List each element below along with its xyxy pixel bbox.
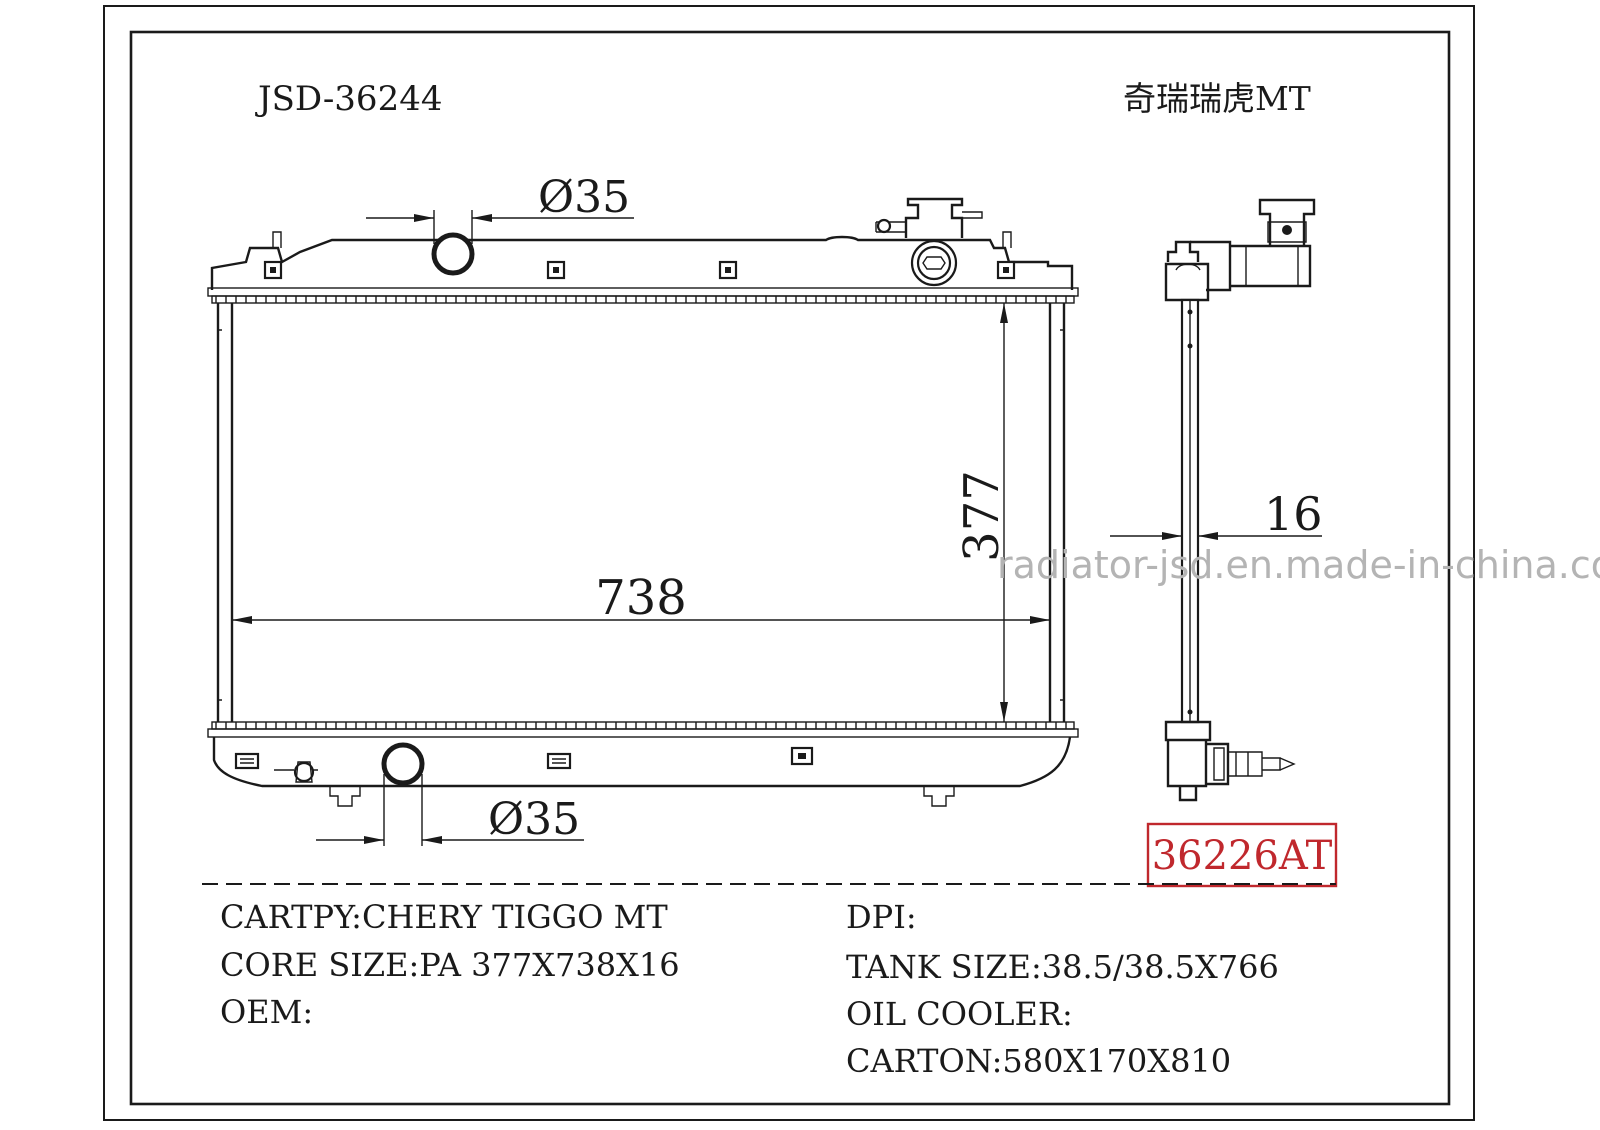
spec-carton: CARTON:580X170X810 [846, 1042, 1231, 1080]
outlet-diameter-label: Ø35 [488, 794, 580, 845]
core-width-label: 738 [595, 570, 687, 626]
outlet-dimension: Ø35 [316, 774, 584, 846]
cross-reference-box: 36226AT [1146, 822, 1338, 888]
radiator-front-view [207, 197, 1079, 807]
core-width-dimension: 738 [232, 570, 1050, 626]
radiator-cap [875, 197, 983, 287]
spec-core-size: CORE SIZE:PA 377X738X16 [220, 946, 680, 984]
spec-oem: OEM: [220, 993, 313, 1031]
spec-car-type: CARTPY:CHERY TIGGO MT [220, 898, 668, 936]
inlet-pipe [431, 232, 475, 276]
core-height-dimension: 377 [954, 303, 1010, 722]
inlet-dimension: Ø35 [366, 172, 634, 244]
model-name-cn: 奇瑞瑞虎MT [1123, 79, 1311, 118]
spec-oil-cooler: OIL COOLER: [846, 995, 1073, 1033]
core-thickness-dimension: 16 [1110, 487, 1323, 541]
cross-reference-code: 36226AT [1152, 833, 1333, 879]
outer-frame [103, 5, 1475, 1121]
specs-right: DPI: TANK SIZE:38.5/38.5X766 OIL COOLER:… [846, 898, 1279, 1080]
outlet-pipe [381, 742, 425, 786]
watermark: radiator-jsd.en.made-in-china.com [997, 543, 1600, 587]
core-height-label: 377 [954, 470, 1010, 562]
part-number: JSD-36244 [255, 79, 442, 119]
spec-dpi: DPI: [846, 898, 917, 936]
core-thickness-label: 16 [1264, 487, 1323, 541]
spec-tank-size: TANK SIZE:38.5/38.5X766 [846, 948, 1279, 986]
inlet-diameter-label: Ø35 [538, 172, 630, 223]
bottom-header-teeth [215, 722, 1067, 729]
top-header-teeth [215, 296, 1067, 303]
inner-frame [129, 30, 1451, 1106]
radiator-side-view [1164, 198, 1316, 802]
specs-left: CARTPY:CHERY TIGGO MT CORE SIZE:PA 377X7… [220, 898, 680, 1031]
